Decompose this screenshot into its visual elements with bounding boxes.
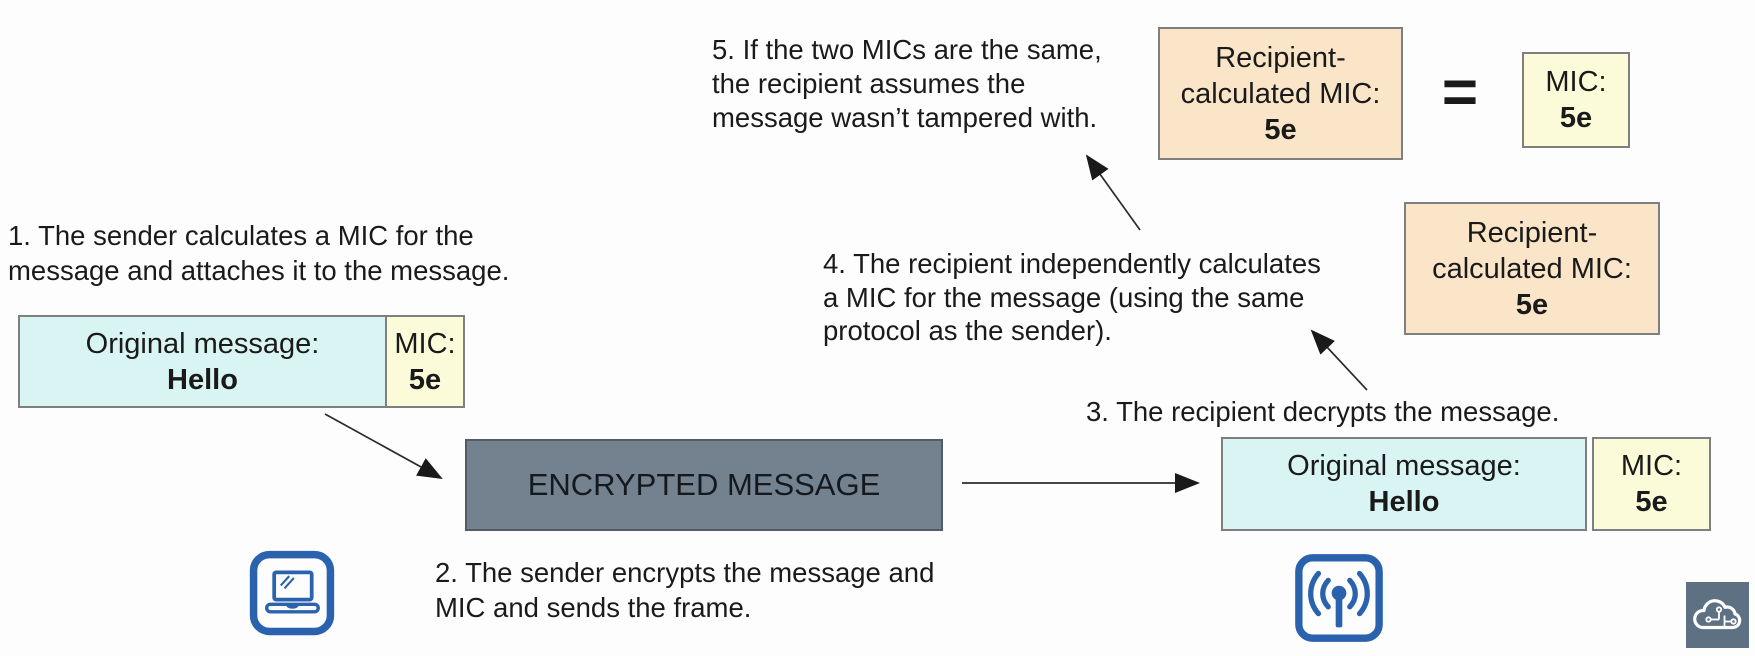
- sender-mic-label: MIC:: [394, 327, 456, 360]
- sender-message-label: Original message:: [85, 327, 320, 360]
- sender-mic-cell: MIC: 5e: [387, 315, 465, 408]
- encrypted-message-box: ENCRYPTED MESSAGE: [465, 439, 943, 531]
- sender-mic-value: 5e: [408, 363, 442, 396]
- recipient-mic-upper-line2: calculated MIC:: [1180, 77, 1381, 110]
- step4-line1: 4. The recipient independently calculate…: [823, 248, 1321, 279]
- recipient-mic-upper-line1: Recipient-: [1215, 41, 1346, 74]
- step4-line2: a MIC for the message (using the same: [823, 281, 1305, 313]
- step1-text: 1. The sender calculates a MIC for the m…: [8, 218, 509, 288]
- recipient-mic-lower-value: 5e: [1515, 288, 1549, 321]
- step3-line1: 3. The recipient decrypts the message.: [1086, 396, 1560, 427]
- step2-text: 2. The sender encrypts the message and M…: [435, 555, 934, 625]
- step2-line2: MIC and sends the frame.: [435, 592, 752, 623]
- recipient-calculated-mic-lower: Recipient- calculated MIC: 5e: [1404, 202, 1660, 335]
- step4-text: 4. The recipient independently calculate…: [823, 247, 1321, 348]
- step1-line2: message and attaches it to the message.: [8, 255, 510, 286]
- laptop-icon: [247, 547, 337, 639]
- sender-message-cell: Original message: Hello: [18, 315, 387, 408]
- step5-line2: the recipient assumes the: [712, 68, 1026, 99]
- recipient-calculated-mic-upper: Recipient- calculated MIC: 5e: [1158, 27, 1403, 160]
- recipient-message-cell: Original message: Hello: [1221, 437, 1587, 531]
- equals-sign: =: [1441, 57, 1479, 127]
- sender-frame: Original message: Hello MIC: 5e: [18, 315, 465, 408]
- arrow-sender-to-encrypted: [324, 413, 443, 479]
- recipient-message-value: Hello: [1368, 486, 1440, 518]
- recipient-mic-label: MIC:: [1620, 450, 1683, 482]
- step2-line1: 2. The sender encrypts the message and: [435, 557, 935, 588]
- comparison-mic-label: MIC:: [1545, 66, 1607, 98]
- recipient-mic-cell: MIC: 5e: [1592, 437, 1711, 531]
- recipient-mic-value: 5e: [1635, 486, 1668, 518]
- mic-comparison-box: MIC: 5e: [1522, 52, 1630, 148]
- sender-message-value: Hello: [167, 363, 238, 396]
- encrypted-message-label: ENCRYPTED MESSAGE: [527, 467, 881, 502]
- arrow-step4-to-step5: [1085, 154, 1141, 231]
- step5-text: 5. If the two MICs are the same, the rec…: [712, 33, 1102, 135]
- cloud-circuit-logo: [1686, 582, 1749, 648]
- step3-text: 3. The recipient decrypts the message.: [1086, 394, 1559, 429]
- recipient-mic-lower-line2: calculated MIC:: [1432, 252, 1632, 285]
- step5-line3: message wasn’t tampered with.: [712, 102, 1098, 133]
- comparison-mic-value: 5e: [1559, 102, 1593, 134]
- recipient-mic-upper-value: 5e: [1264, 113, 1297, 146]
- recipient-message-label: Original message:: [1287, 450, 1521, 482]
- recipient-mic-lower-line1: Recipient-: [1466, 216, 1598, 249]
- wireless-antenna-icon: [1292, 551, 1386, 645]
- step4-line3: protocol as the sender).: [823, 315, 1112, 346]
- step1-line1: 1. The sender calculates a MIC for the: [8, 220, 474, 251]
- step5-line1: 5. If the two MICs are the same,: [712, 34, 1102, 65]
